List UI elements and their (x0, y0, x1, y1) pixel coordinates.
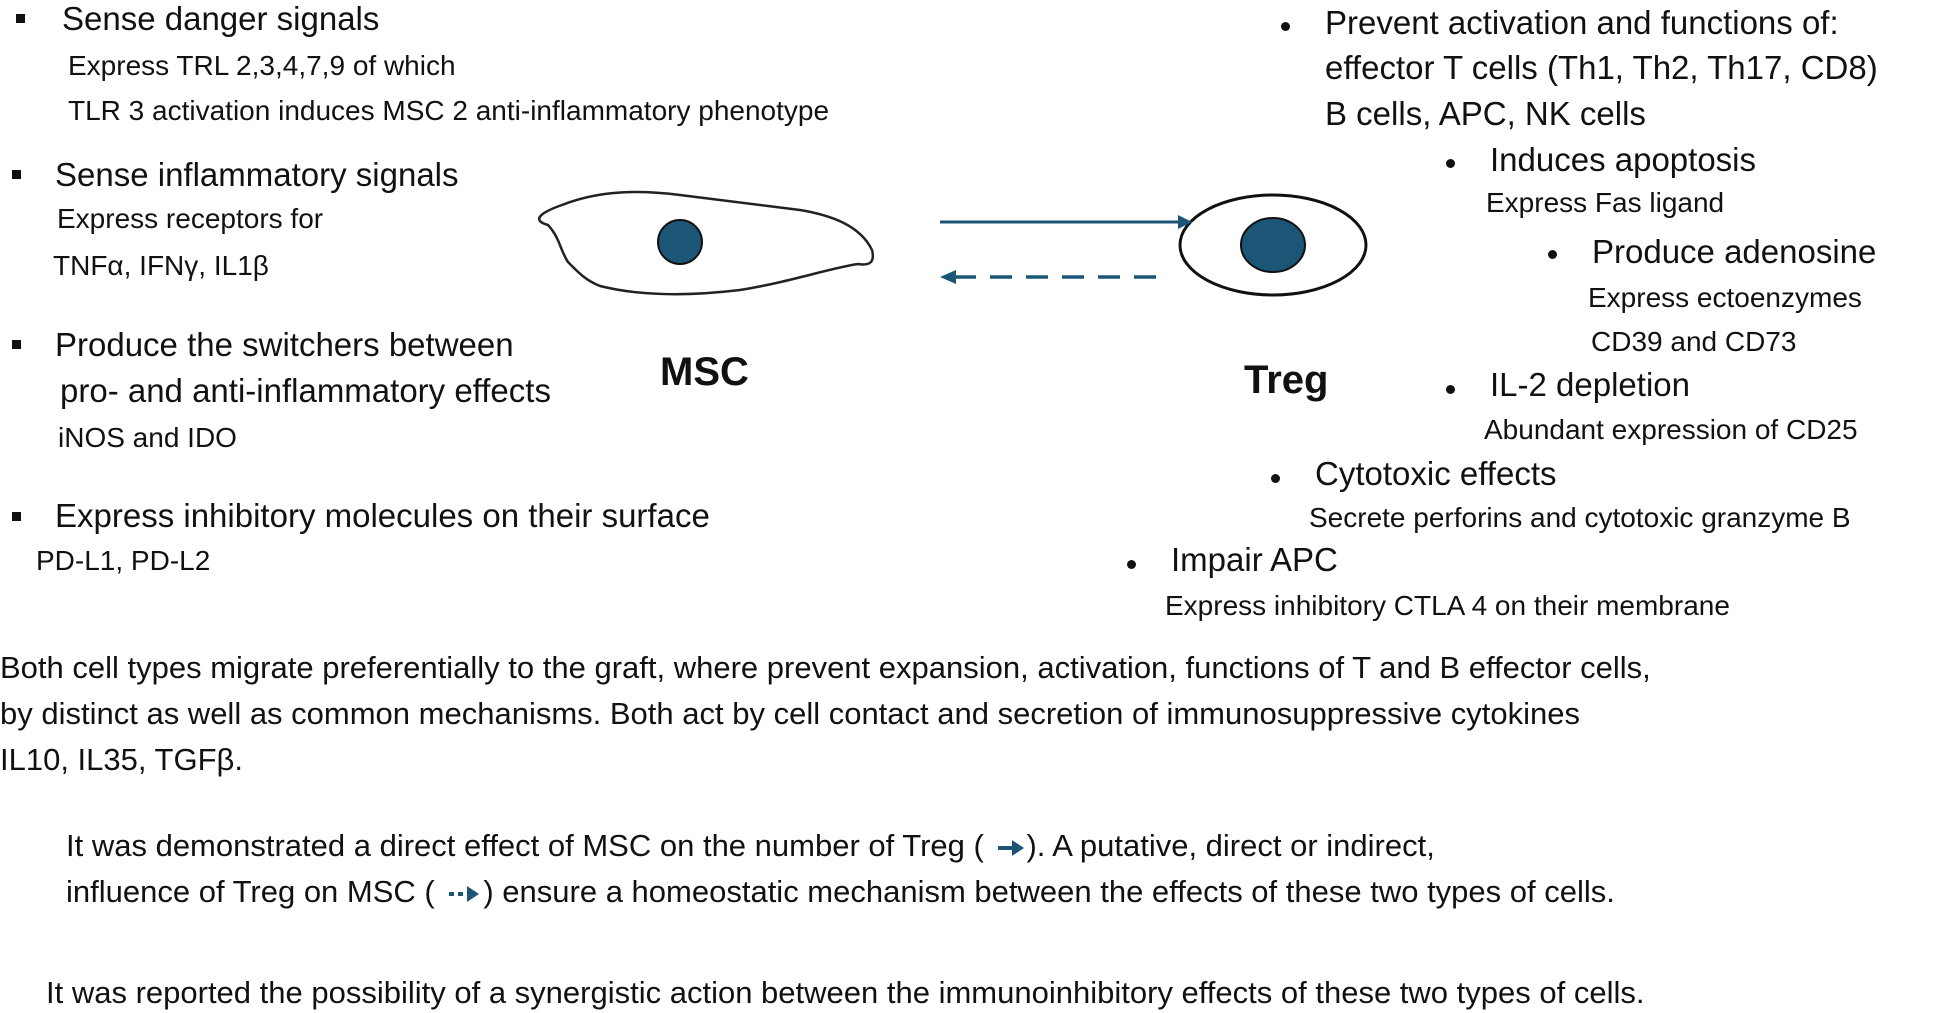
treg-point-4-detail-1: Abundant expression of CD25 (1484, 414, 1858, 445)
round-bullet-icon (1446, 385, 1455, 394)
treg-point-3-detail-1: Express ectoenzymes (1588, 282, 1862, 313)
dashed-arrow-icon (449, 885, 480, 902)
paragraph-1-line-3: IL10, IL35, TGFβ. (0, 742, 243, 777)
msc-point-2-detail-1: Express receptors for (57, 203, 324, 234)
treg-label: Treg (1244, 358, 1329, 402)
msc-point-2-detail-2: TNFα, IFNγ, IL1β (53, 250, 269, 281)
dashed-arrow-icon (940, 270, 1170, 284)
msc-point-4-title: Express inhibitory molecules on their su… (55, 497, 710, 534)
treg-point-3-detail-2: CD39 and CD73 (1591, 326, 1797, 357)
square-bullet-icon (16, 14, 25, 23)
msc-point-1-title: Sense danger signals (62, 0, 380, 37)
msc-point-3-title-2: pro- and anti-inflammatory effects (60, 372, 551, 409)
paragraph-2-line-2: influence of Treg on MSC ( ) ensure a ho… (66, 874, 1615, 910)
msc-point-1-detail-1: Express TRL 2,3,4,7,9 of which (68, 50, 456, 81)
treg-point-2-detail-1: Express Fas ligand (1486, 187, 1725, 218)
paragraph-2-line-1-end: ). A putative, direct or indirect, (1026, 828, 1435, 863)
round-bullet-icon (1281, 22, 1290, 31)
msc-point-2-title: Sense inflammatory signals (55, 156, 459, 193)
round-bullet-icon (1127, 560, 1136, 569)
paragraph-2-line-1-start: It was demonstrated a direct effect of M… (66, 828, 984, 863)
round-bullet-icon (1271, 474, 1280, 483)
treg-point-5-detail-1: Secrete perforins and cytotoxic granzyme… (1309, 502, 1851, 533)
solid-arrow-icon (998, 839, 1025, 856)
treg-point-3-title: Produce adenosine (1592, 233, 1877, 270)
solid-arrow-icon (940, 215, 1192, 229)
round-bullet-icon (1446, 159, 1455, 168)
paragraph-2-line-1: It was demonstrated a direct effect of M… (66, 828, 1435, 864)
msc-nucleus (657, 219, 703, 265)
treg-point-2-title: Induces apoptosis (1490, 141, 1757, 178)
paragraph-1-line-2: by distinct as well as common mechanisms… (0, 696, 1580, 731)
msc-cell-outline (537, 190, 875, 296)
square-bullet-icon (12, 512, 21, 521)
msc-point-3-detail-1: iNOS and IDO (58, 422, 237, 453)
paragraph-3: It was reported the possibility of a syn… (46, 975, 1645, 1010)
round-bullet-icon (1548, 250, 1557, 259)
square-bullet-icon (12, 340, 21, 349)
treg-nucleus (1240, 217, 1306, 273)
msc-label: MSC (660, 350, 749, 394)
msc-point-1-detail-2: TLR 3 activation induces MSC 2 anti-infl… (68, 95, 830, 126)
treg-point-6-detail-1: Express inhibitory CTLA 4 on their membr… (1165, 590, 1730, 621)
treg-point-1-title: Prevent activation and functions of: (1325, 4, 1839, 41)
paragraph-1-line-1: Both cell types migrate preferentially t… (0, 650, 1651, 685)
msc-point-3-title: Produce the switchers between (55, 326, 514, 363)
treg-point-6-title: Impair APC (1171, 541, 1338, 578)
treg-point-4-title: IL-2 depletion (1490, 366, 1690, 403)
treg-point-1-line-2: B cells, APC, NK cells (1325, 95, 1646, 132)
treg-point-5-title: Cytotoxic effects (1315, 455, 1557, 492)
treg-point-1-line-1: effector T cells (Th1, Th2, Th17, CD8) (1325, 49, 1878, 86)
square-bullet-icon (12, 170, 21, 179)
paragraph-2-line-2-end: ) ensure a homeostatic mechanism between… (483, 874, 1615, 909)
paragraph-2-line-2-start: influence of Treg on MSC ( (66, 874, 435, 909)
msc-point-4-detail-1: PD-L1, PD-L2 (36, 545, 211, 576)
